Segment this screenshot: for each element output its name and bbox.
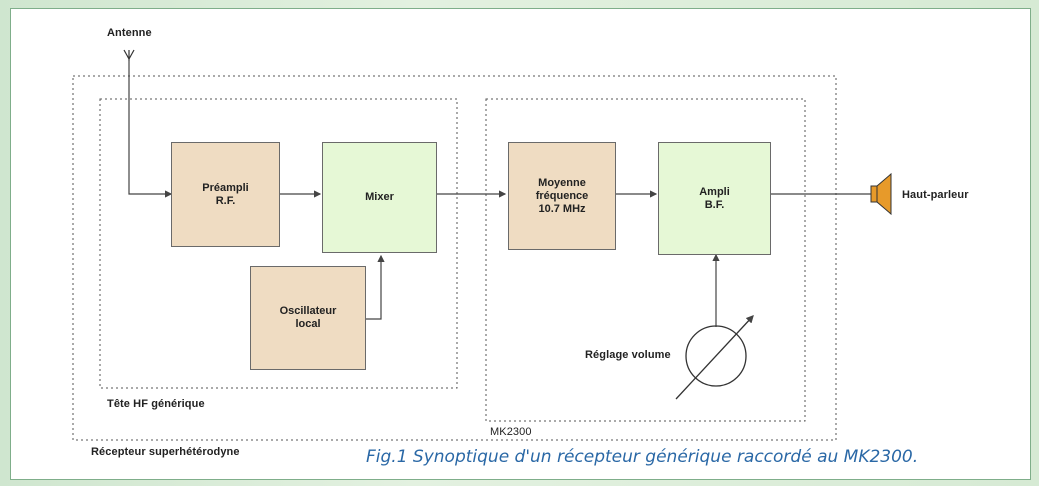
volume-label: Réglage volume [585, 349, 671, 361]
antenna-label: Antenne [107, 27, 152, 39]
if-stage-line-1: Moyenne [538, 176, 586, 189]
wire-oscillator-mixer [366, 254, 385, 320]
if-stage-block: Moyenne fréquence 10.7 MHz [508, 142, 616, 250]
ampli-line-2: B.F. [704, 198, 725, 211]
antenna-icon [123, 49, 135, 61]
diagram-canvas [72, 49, 892, 441]
diagram-panel: Préampli R.F. Mixer Oscillateur local Mo… [10, 8, 1031, 480]
figure-caption: Fig.1 Synoptique d'un récepteur génériqu… [366, 447, 919, 467]
mixer-label: Mixer [365, 191, 394, 203]
mk2300-boundary [485, 98, 806, 422]
if-stage-line-2: fréquence [535, 189, 589, 202]
antenna-wire [128, 61, 173, 198]
if-stage-line-3: 10.7 MHz [538, 202, 586, 215]
mk2300-label: MK2300 [490, 426, 532, 438]
preampli-block: Préampli R.F. [171, 142, 280, 247]
oscillator-line-1: Oscillateur [279, 305, 337, 317]
ampli-block: Ampli B.F. [658, 142, 771, 255]
speaker-icon [870, 172, 892, 216]
ampli-line-1: Ampli [699, 185, 730, 198]
oscillator-line-2: local [295, 318, 321, 330]
hf-head-label: Tête HF générique [107, 398, 205, 410]
preampli-line-2: R.F. [215, 194, 236, 207]
receiver-label: Récepteur superhétérodyne [91, 446, 240, 458]
oscillator-block: Oscillateur local [250, 266, 366, 370]
hf-head-boundary [99, 98, 458, 389]
volume-control-icon [675, 315, 754, 400]
receiver-boundary [72, 75, 837, 441]
speaker-label: Haut-parleur [902, 189, 969, 201]
mixer-block: Mixer [322, 142, 437, 253]
preampli-line-1: Préampli [202, 181, 249, 194]
